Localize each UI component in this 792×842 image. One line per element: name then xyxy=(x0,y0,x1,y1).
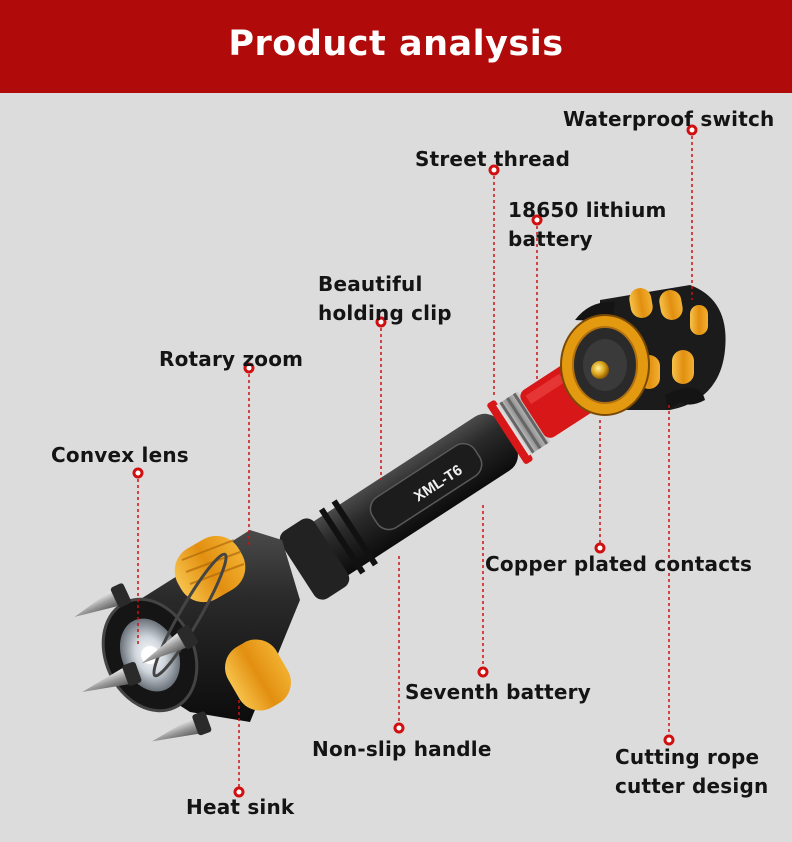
label-convex-lens: Convex lens xyxy=(51,443,189,467)
leader-dots xyxy=(132,124,698,798)
label-street-thread: Street thread xyxy=(415,147,571,171)
attack-spikes xyxy=(74,583,212,742)
label-non-slip-handle: Non-slip handle xyxy=(312,737,492,761)
label-cutting-line2: cutter design xyxy=(615,774,769,798)
flashlight-illustration: XML-T6 xyxy=(74,124,726,798)
label-copper-contacts: Copper plated contacts xyxy=(485,552,753,576)
page-title: Product analysis xyxy=(228,23,564,64)
label-clip-line1: Beautiful xyxy=(318,272,423,296)
label-battery-line1: 18650 lithium xyxy=(508,198,667,222)
label-seventh-battery: Seventh battery xyxy=(405,680,591,704)
label-heat-sink: Heat sink xyxy=(186,795,295,819)
header-banner: Product analysis xyxy=(0,0,792,93)
flashlight-body xyxy=(279,363,597,600)
label-waterproof-switch: Waterproof switch xyxy=(563,107,775,131)
label-cutting-line1: Cutting rope xyxy=(615,745,760,769)
product-diagram: XML-T6 Waterproof switch Street thread 1… xyxy=(0,93,792,842)
tail-cap xyxy=(560,285,726,416)
flashlight-head xyxy=(101,530,300,722)
label-battery-line2: battery xyxy=(508,227,593,251)
label-rotary-zoom: Rotary zoom xyxy=(159,347,304,371)
label-clip-line2: holding clip xyxy=(318,301,452,325)
leader-lines xyxy=(137,130,693,792)
